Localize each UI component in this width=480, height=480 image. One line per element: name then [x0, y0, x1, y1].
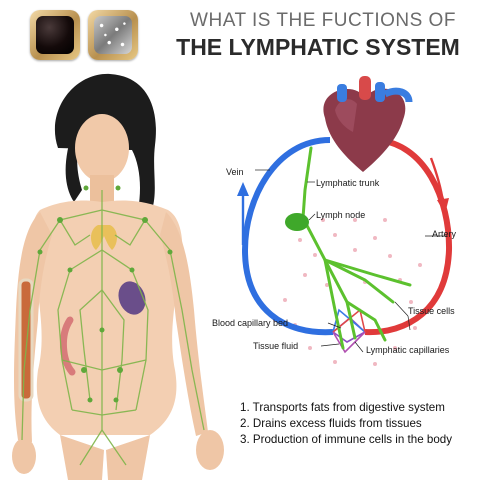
lymphatic-vessels [301, 146, 412, 350]
human-body-lymphatic-illustration [12, 73, 224, 480]
label-tissue-fluid: Tissue fluid [253, 341, 299, 351]
label-lymph-node: Lymph node [316, 210, 366, 220]
label-blood-capillary-bed: Blood capillary bed [212, 318, 289, 328]
label-vein: Vein [226, 167, 244, 177]
function-item-1: 1. Transports fats from digestive system [240, 401, 445, 414]
functions-list: 1. Transports fats from digestive system… [240, 400, 480, 448]
lymph-nodes [37, 185, 173, 403]
heading-subtitle: WHAT IS THE FUCTIONS OF [190, 10, 456, 31]
function-item-3: 3. Production of immune cells in the bod… [240, 433, 453, 446]
spleen [118, 281, 146, 315]
artery-vessel [364, 137, 453, 336]
label-lymphatic-trunk: Lymphatic trunk [316, 178, 380, 188]
black-onyx-square-gem-icon [30, 10, 80, 60]
artery-arrowhead [437, 198, 449, 214]
vein-vessel [241, 137, 334, 336]
heart [323, 76, 413, 172]
lymph-node [285, 213, 309, 231]
silver-druzy-square-gem-icon [88, 10, 138, 60]
torso [31, 200, 183, 435]
arm-bone [18, 278, 34, 402]
vein-arrowhead [237, 182, 249, 196]
product-gems [30, 10, 142, 66]
thymus [91, 225, 117, 250]
label-tissue-cells: Tissue cells [408, 306, 455, 316]
label-artery: Artery [432, 229, 457, 239]
label-lymphatic-capillaries: Lymphatic capillaries [366, 345, 450, 355]
circulation-diagram [237, 76, 453, 366]
function-item-2: 2. Drains excess fluids from tissues [240, 417, 422, 430]
heading-title: THE LYMPHATIC SYSTEM [176, 34, 460, 60]
lymph-network [21, 190, 205, 466]
artery-flow-arrow [429, 157, 445, 203]
